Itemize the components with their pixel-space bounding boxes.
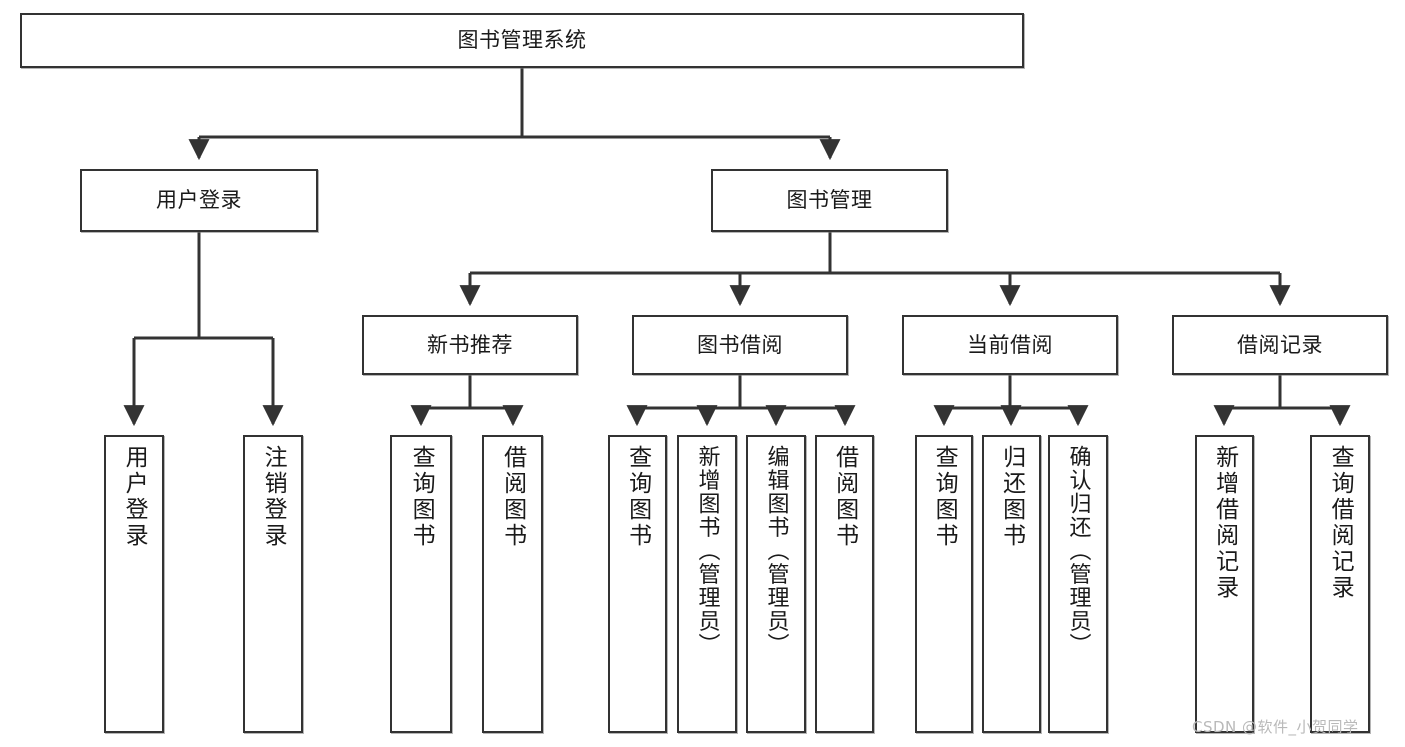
node-label: 新增图书（管理员） bbox=[694, 445, 720, 657]
node-book-borrow[interactable]: 图书借阅 bbox=[632, 315, 848, 375]
node-label: 当前借阅 bbox=[967, 332, 1053, 357]
node-label: 查询借阅记录 bbox=[1327, 445, 1354, 601]
node-label: 查询图书 bbox=[931, 445, 958, 549]
node-label: 注销登录 bbox=[260, 445, 287, 549]
node-leaf-query-book-2[interactable]: 查询图书 bbox=[608, 435, 667, 733]
node-label: 借阅图书 bbox=[499, 445, 526, 549]
node-book-management[interactable]: 图书管理 bbox=[711, 169, 948, 232]
node-label: 用户登录 bbox=[121, 445, 148, 549]
node-book-management-system[interactable]: 图书管理系统 bbox=[20, 13, 1024, 68]
node-leaf-confirm-return-admin[interactable]: 确认归还（管理员） bbox=[1048, 435, 1108, 733]
node-leaf-borrow-book-2[interactable]: 借阅图书 bbox=[815, 435, 874, 733]
node-leaf-query-borrow-record[interactable]: 查询借阅记录 bbox=[1310, 435, 1370, 733]
node-user-login[interactable]: 用户登录 bbox=[80, 169, 318, 232]
node-leaf-borrow-book-1[interactable]: 借阅图书 bbox=[482, 435, 543, 733]
node-borrow-record[interactable]: 借阅记录 bbox=[1172, 315, 1388, 375]
node-label: 归还图书 bbox=[998, 445, 1025, 549]
node-new-book-recommend[interactable]: 新书推荐 bbox=[362, 315, 578, 375]
node-label: 图书管理系统 bbox=[457, 28, 587, 53]
node-label: 编辑图书（管理员） bbox=[763, 445, 789, 657]
node-leaf-add-book-admin[interactable]: 新增图书（管理员） bbox=[677, 435, 737, 733]
node-label: 借阅图书 bbox=[831, 445, 858, 549]
node-label: 用户登录 bbox=[156, 188, 242, 213]
node-label: 图书管理 bbox=[786, 188, 873, 213]
node-current-borrow[interactable]: 当前借阅 bbox=[902, 315, 1118, 375]
node-label: 查询图书 bbox=[624, 445, 651, 549]
node-leaf-edit-book-admin[interactable]: 编辑图书（管理员） bbox=[746, 435, 806, 733]
node-leaf-user-login[interactable]: 用户登录 bbox=[104, 435, 164, 733]
node-leaf-logout-login[interactable]: 注销登录 bbox=[243, 435, 303, 733]
node-leaf-return-book[interactable]: 归还图书 bbox=[982, 435, 1041, 733]
node-label: 借阅记录 bbox=[1237, 332, 1323, 357]
node-label: 新书推荐 bbox=[427, 332, 513, 357]
node-leaf-query-book-3[interactable]: 查询图书 bbox=[915, 435, 973, 733]
csdn-watermark: CSDN @软件_小贺同学 bbox=[1192, 718, 1359, 736]
node-label: 图书借阅 bbox=[697, 332, 783, 357]
node-label: 查询图书 bbox=[408, 445, 435, 549]
node-leaf-add-borrow-record[interactable]: 新增借阅记录 bbox=[1195, 435, 1254, 733]
node-leaf-query-book-1[interactable]: 查询图书 bbox=[390, 435, 452, 733]
node-label: 新增借阅记录 bbox=[1211, 445, 1238, 601]
node-label: 确认归还（管理员） bbox=[1065, 445, 1091, 657]
